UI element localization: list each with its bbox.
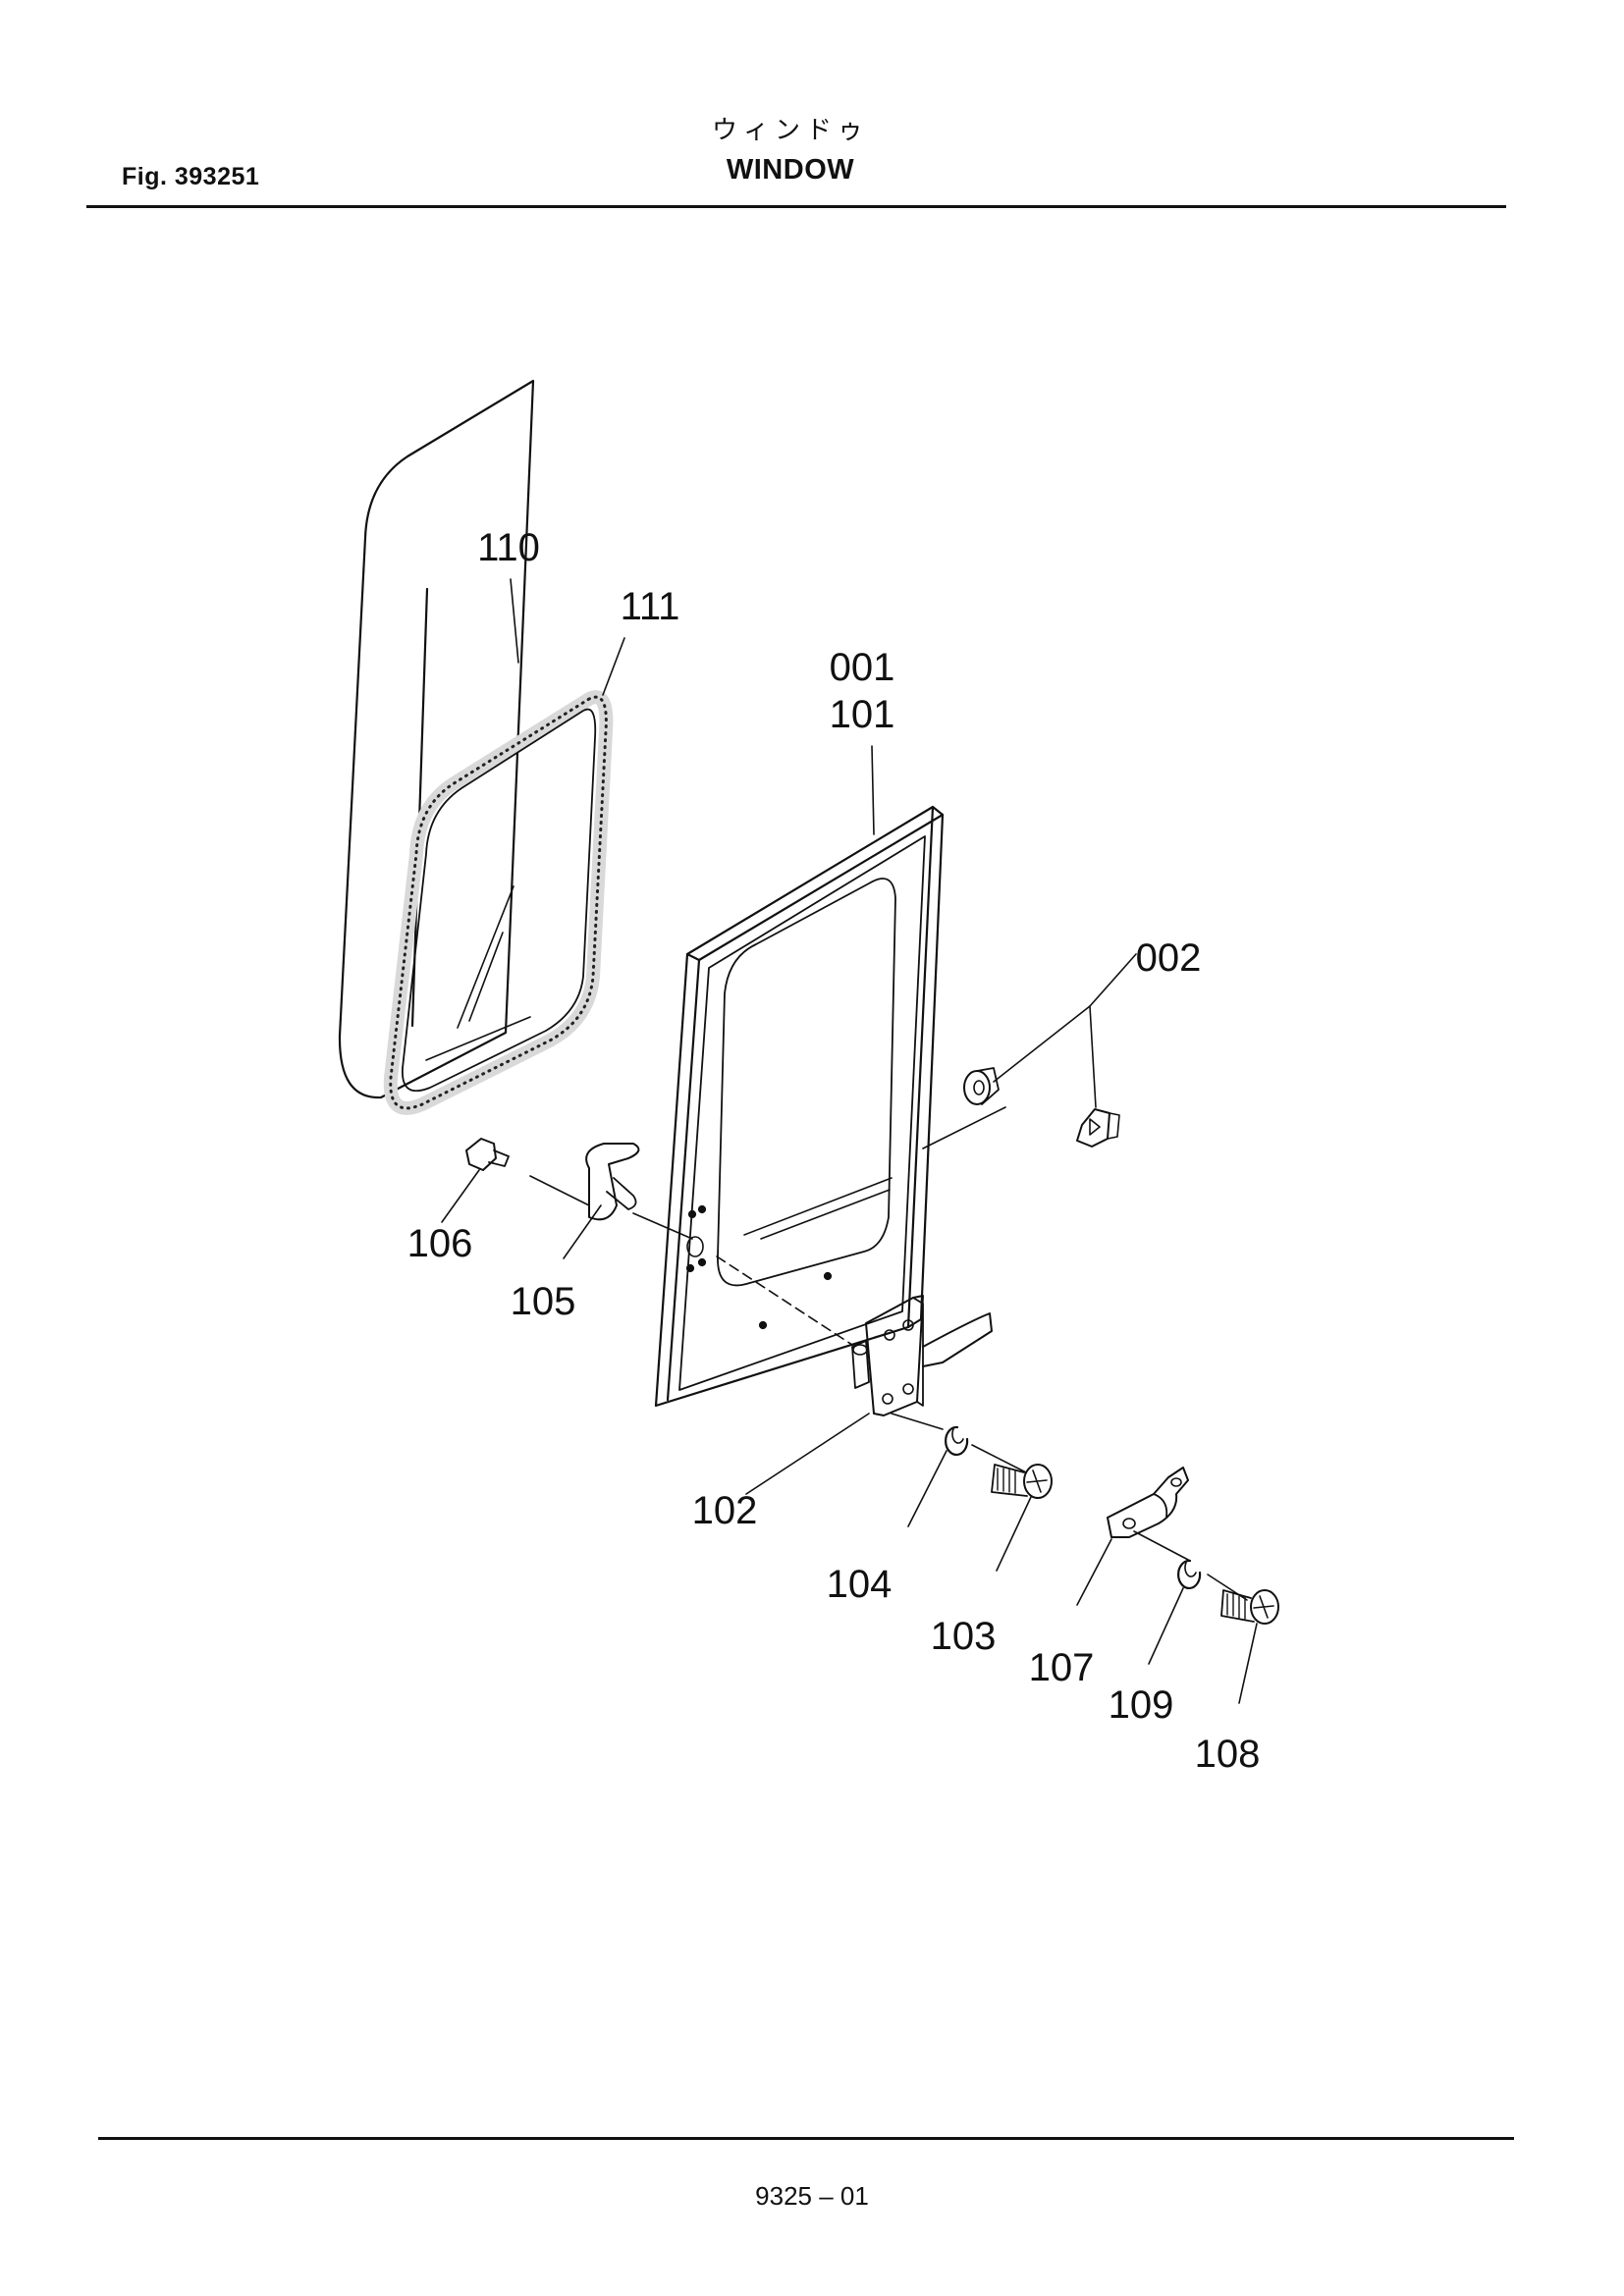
part-109-snap-ring bbox=[1177, 1559, 1202, 1590]
part-103-screw bbox=[991, 1464, 1053, 1499]
callout-110: 110 bbox=[477, 526, 540, 569]
callout-103: 103 bbox=[931, 1615, 997, 1658]
callout-106: 106 bbox=[407, 1222, 473, 1265]
part-105-striker bbox=[585, 1143, 640, 1221]
part-102-hinge bbox=[851, 1295, 993, 1416]
callout-104: 104 bbox=[827, 1563, 893, 1606]
callout-labels: 110 111 001 101 002 106 105 102 104 103 … bbox=[407, 526, 1261, 1776]
page-title: WINDOW bbox=[726, 154, 855, 186]
callout-107: 107 bbox=[1029, 1646, 1095, 1689]
callout-105: 105 bbox=[511, 1280, 576, 1323]
part-106-bolt bbox=[465, 1138, 510, 1171]
header-rule bbox=[86, 205, 1506, 208]
callout-108: 108 bbox=[1195, 1733, 1261, 1776]
callout-101: 101 bbox=[830, 693, 895, 736]
figure-number: Fig. 393251 bbox=[122, 163, 260, 190]
callout-002: 002 bbox=[1136, 936, 1202, 980]
callout-001: 001 bbox=[830, 646, 895, 689]
callout-102: 102 bbox=[692, 1489, 758, 1532]
part-104-snap-ring bbox=[945, 1425, 969, 1457]
part-107-bracket bbox=[1107, 1467, 1189, 1538]
part-002-handle bbox=[963, 1067, 1120, 1148]
part-111-seal bbox=[383, 690, 614, 1115]
page-code: 9325 – 01 bbox=[755, 2181, 869, 2211]
part-001-frame bbox=[654, 805, 945, 1408]
part-108-screw bbox=[1220, 1589, 1279, 1625]
footer-rule bbox=[98, 2137, 1514, 2140]
callout-111: 111 bbox=[621, 585, 680, 628]
part-110-glass bbox=[338, 379, 535, 1099]
page-title-japanese: ウィンドゥ bbox=[711, 116, 869, 145]
callout-109: 109 bbox=[1109, 1683, 1174, 1727]
leader-lines bbox=[441, 578, 1258, 1704]
